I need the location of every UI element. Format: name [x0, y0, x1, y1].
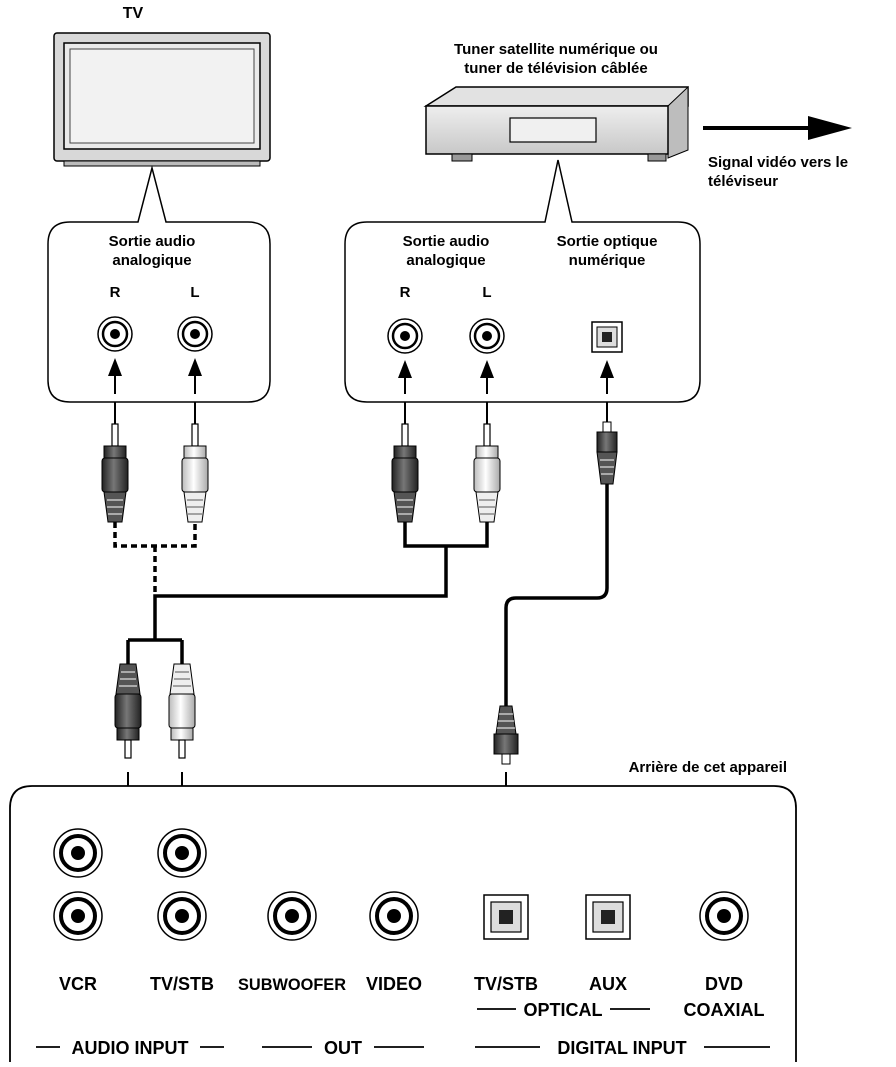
video-label: VIDEO: [366, 974, 422, 994]
aux-label: AUX: [589, 974, 627, 994]
rear-panel-caption: Arrière de cet appareil: [629, 759, 787, 776]
tv-rca-jack-right: [97, 316, 133, 352]
tuner-optical-label-line1: Sortie optique: [557, 233, 658, 250]
tv-analog-label-line1: Sortie audio: [109, 233, 196, 250]
tvstb-optical-jack: [483, 894, 529, 940]
tuner-rca-plug-left: [473, 423, 501, 523]
tv-title: TV: [123, 5, 144, 22]
tuner-audio-cable: [126, 522, 489, 664]
tuner-icon: [423, 85, 689, 162]
subwoofer-label: SUBWOOFER: [238, 975, 346, 994]
tvstb-upper-jack: [157, 828, 207, 878]
tuner-analog-label-line2: analogique: [406, 252, 485, 269]
tuner-output-callout: [344, 159, 701, 403]
dvd-coaxial-jack: [699, 891, 749, 941]
tuner-left-label: L: [482, 284, 491, 301]
tv-audio-cable-dotted: [113, 522, 197, 596]
tuner-title-line2: tuner de télévision câblée: [464, 60, 647, 77]
tv-right-label: R: [110, 284, 121, 301]
optical-cable: [504, 484, 609, 706]
tuner-rca-plug-right: [391, 423, 419, 523]
signal-label-line2: téléviseur: [708, 173, 778, 190]
tv-analog-label-line2: analogique: [112, 252, 191, 269]
audio-input-group-label: AUDIO INPUT: [72, 1038, 189, 1058]
aux-optical-jack: [585, 894, 631, 940]
tuner-optical-jack: [591, 321, 623, 353]
upward-arrows: [108, 358, 614, 394]
tuner-title-line1: Tuner satellite numérique ou: [454, 41, 658, 58]
group-lines: [36, 1008, 770, 1048]
tv-icon: [53, 32, 271, 167]
dvd-label: DVD: [705, 974, 743, 994]
tv-output-callout: [47, 165, 271, 403]
tv-rca-plug-left: [181, 423, 209, 523]
video-signal-arrow: [703, 116, 852, 140]
coaxial-label: COAXIAL: [684, 1000, 765, 1020]
arrow-shafts: [114, 402, 608, 424]
tv-rca-plug-right: [101, 423, 129, 523]
tvstb-audio-label: TV/STB: [150, 974, 214, 994]
tuner-optical-plug: [596, 421, 618, 485]
digital-input-group-label: DIGITAL INPUT: [557, 1038, 686, 1058]
vcr-label: VCR: [59, 974, 97, 994]
tuner-optical-label-line2: numérique: [569, 252, 646, 269]
out-group-label: OUT: [324, 1038, 362, 1058]
tuner-analog-label-line1: Sortie audio: [403, 233, 490, 250]
tuner-rca-jack-right: [387, 318, 423, 354]
receiver-rca-plug-right: [114, 663, 142, 759]
video-jack: [369, 891, 419, 941]
signal-label-line1: Signal vidéo vers le: [708, 154, 848, 171]
tuner-right-label: R: [400, 284, 411, 301]
tuner-rca-jack-left: [469, 318, 505, 354]
tvstb-lower-jack: [157, 891, 207, 941]
tv-rca-jack-left: [177, 316, 213, 352]
vcr-upper-jack: [53, 828, 103, 878]
optical-group-label: OPTICAL: [524, 1000, 603, 1020]
receiver-rca-plug-left: [168, 663, 196, 759]
receiver-optical-plug: [493, 705, 519, 765]
tvstb-optical-label: TV/STB: [474, 974, 538, 994]
vcr-lower-jack: [53, 891, 103, 941]
tv-left-label: L: [190, 284, 199, 301]
subwoofer-jack: [267, 891, 317, 941]
